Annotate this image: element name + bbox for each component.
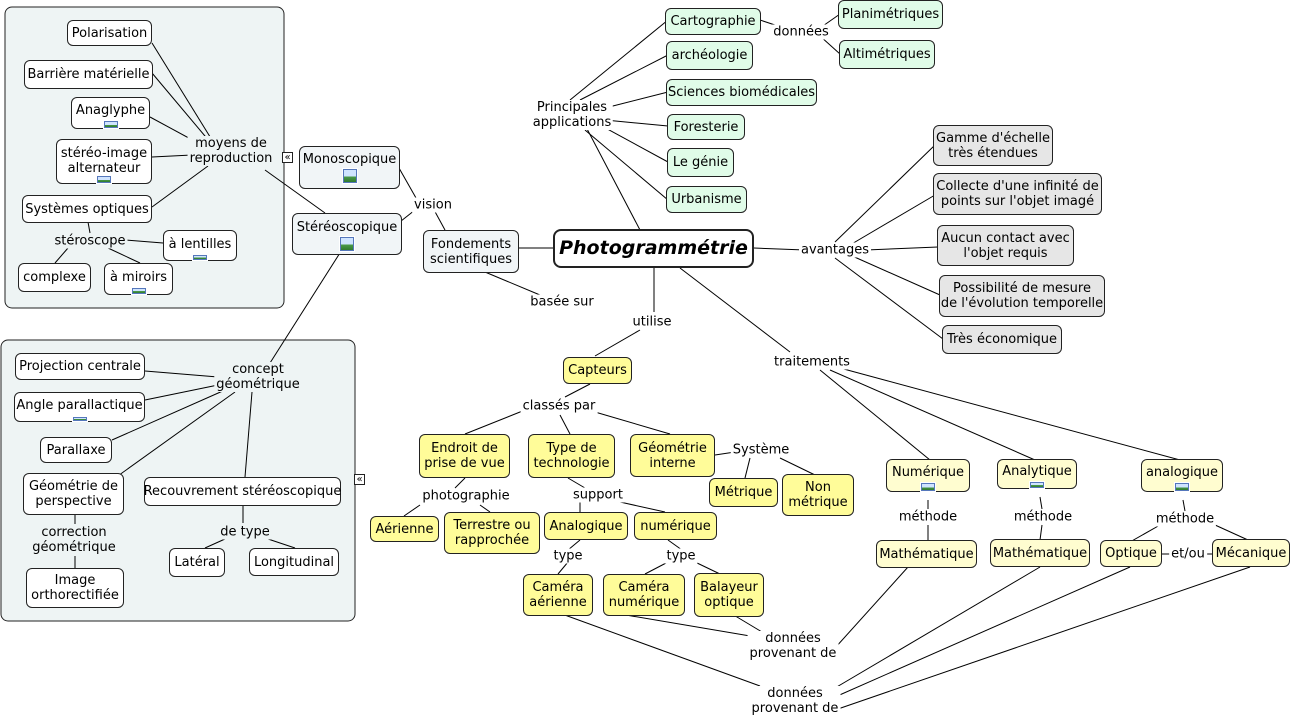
link-label-vision: vision [412, 197, 454, 213]
image-icon[interactable] [192, 254, 208, 261]
node-analytique-traitement[interactable]: Analytique [997, 459, 1077, 489]
node-systemes-optiques[interactable]: Systèmes optiques [22, 195, 152, 223]
link-label-basee-sur: basée sur [528, 294, 596, 310]
collapse-left-icon[interactable]: « [354, 474, 365, 485]
image-icon[interactable] [130, 287, 147, 295]
node-altimetriques[interactable]: Altimétriques [839, 40, 935, 69]
node-barriere-materielle[interactable]: Barrière matérielle [24, 60, 153, 89]
image-icon[interactable] [341, 168, 358, 184]
image-icon[interactable] [96, 175, 112, 184]
node-aerienne[interactable]: Aérienne [370, 516, 439, 542]
node-polarisation[interactable]: Polarisation [67, 20, 152, 46]
node-recouvrement-stereoscopique[interactable]: Recouvrement stéréoscopique [144, 477, 341, 506]
node-analogique-traitement[interactable]: analogique [1141, 459, 1223, 492]
node-projection-centrale[interactable]: Projection centrale [15, 353, 145, 380]
node-parallaxe[interactable]: Parallaxe [40, 437, 112, 463]
image-icon[interactable] [339, 236, 355, 252]
node-stereoscopique[interactable]: Stéréoscopique [292, 213, 402, 255]
node-cartographie[interactable]: Cartographie [665, 8, 761, 35]
link-label-classes-par: classés par [520, 398, 598, 414]
node-sciences-biomedicales[interactable]: Sciences biomédicales [666, 79, 817, 106]
node-genie[interactable]: Le génie [667, 148, 734, 177]
link-label-steroscope: stéroscope [52, 233, 128, 249]
image-icon[interactable] [1174, 482, 1190, 492]
node-urbanisme[interactable]: Urbanisme [666, 186, 747, 213]
link-label-support: support [571, 487, 625, 503]
node-capteurs[interactable]: Capteurs [563, 357, 632, 384]
node-anaglyphe[interactable]: Anaglyphe [71, 97, 150, 129]
node-numerique-traitement[interactable]: Numérique [886, 459, 970, 492]
link-label-systeme: Système [730, 442, 792, 458]
image-icon[interactable] [1029, 481, 1045, 489]
node-archeologie[interactable]: archéologie [666, 41, 753, 70]
collapse-left-icon[interactable]: « [282, 152, 293, 163]
image-icon[interactable] [920, 482, 936, 492]
link-label-methode-analogique: méthode [1153, 511, 1217, 527]
node-monoscopique[interactable]: Monoscopique [299, 146, 400, 189]
link-label-avantages: avantages [799, 242, 871, 258]
node-angle-parallactique[interactable]: Angle parallactique [14, 392, 145, 422]
node-planimetriques[interactable]: Planimétriques [838, 0, 943, 29]
link-label-donnees: données [771, 24, 831, 40]
link-label-type-numerique: type [664, 548, 698, 564]
node-foresterie[interactable]: Foresterie [667, 114, 745, 140]
node-complexe[interactable]: complexe [18, 263, 91, 292]
node-mecanique[interactable]: Mécanique [1212, 539, 1290, 567]
link-label-et-ou: et/ou [1169, 546, 1207, 562]
node-a-miroirs[interactable]: à miroirs [104, 263, 173, 295]
link-label-methode-numerique: méthode [896, 509, 960, 525]
image-icon[interactable] [71, 416, 88, 422]
node-metrique[interactable]: Métrique [709, 478, 778, 507]
node-a-lentilles[interactable]: à lentilles [163, 230, 237, 261]
link-label-type-analogique: type [551, 548, 585, 564]
link-label-methode-analytique: méthode [1011, 509, 1075, 525]
link-label-traitements: traitements [772, 354, 852, 370]
node-tres-economique[interactable]: Très économique [942, 325, 1062, 354]
node-longitudinal[interactable]: Longitudinal [249, 548, 339, 576]
link-label-photographie: photographie [420, 488, 512, 504]
node-mathematique-analytique[interactable]: Mathématique [990, 539, 1090, 567]
link-label-de-type: de type [218, 524, 272, 540]
node-photogrammetrie[interactable]: Photogrammétrie [553, 229, 754, 268]
link-label-utilise: utilise [630, 314, 674, 330]
node-mathematique-numerique[interactable]: Mathématique [876, 540, 977, 568]
node-analogique-capteur[interactable]: Analogique [544, 512, 628, 540]
node-optique[interactable]: Optique [1100, 540, 1162, 567]
image-icon[interactable] [102, 120, 119, 129]
node-numerique-capteur[interactable]: numérique [634, 512, 717, 540]
node-lateral[interactable]: Latéral [169, 548, 225, 577]
